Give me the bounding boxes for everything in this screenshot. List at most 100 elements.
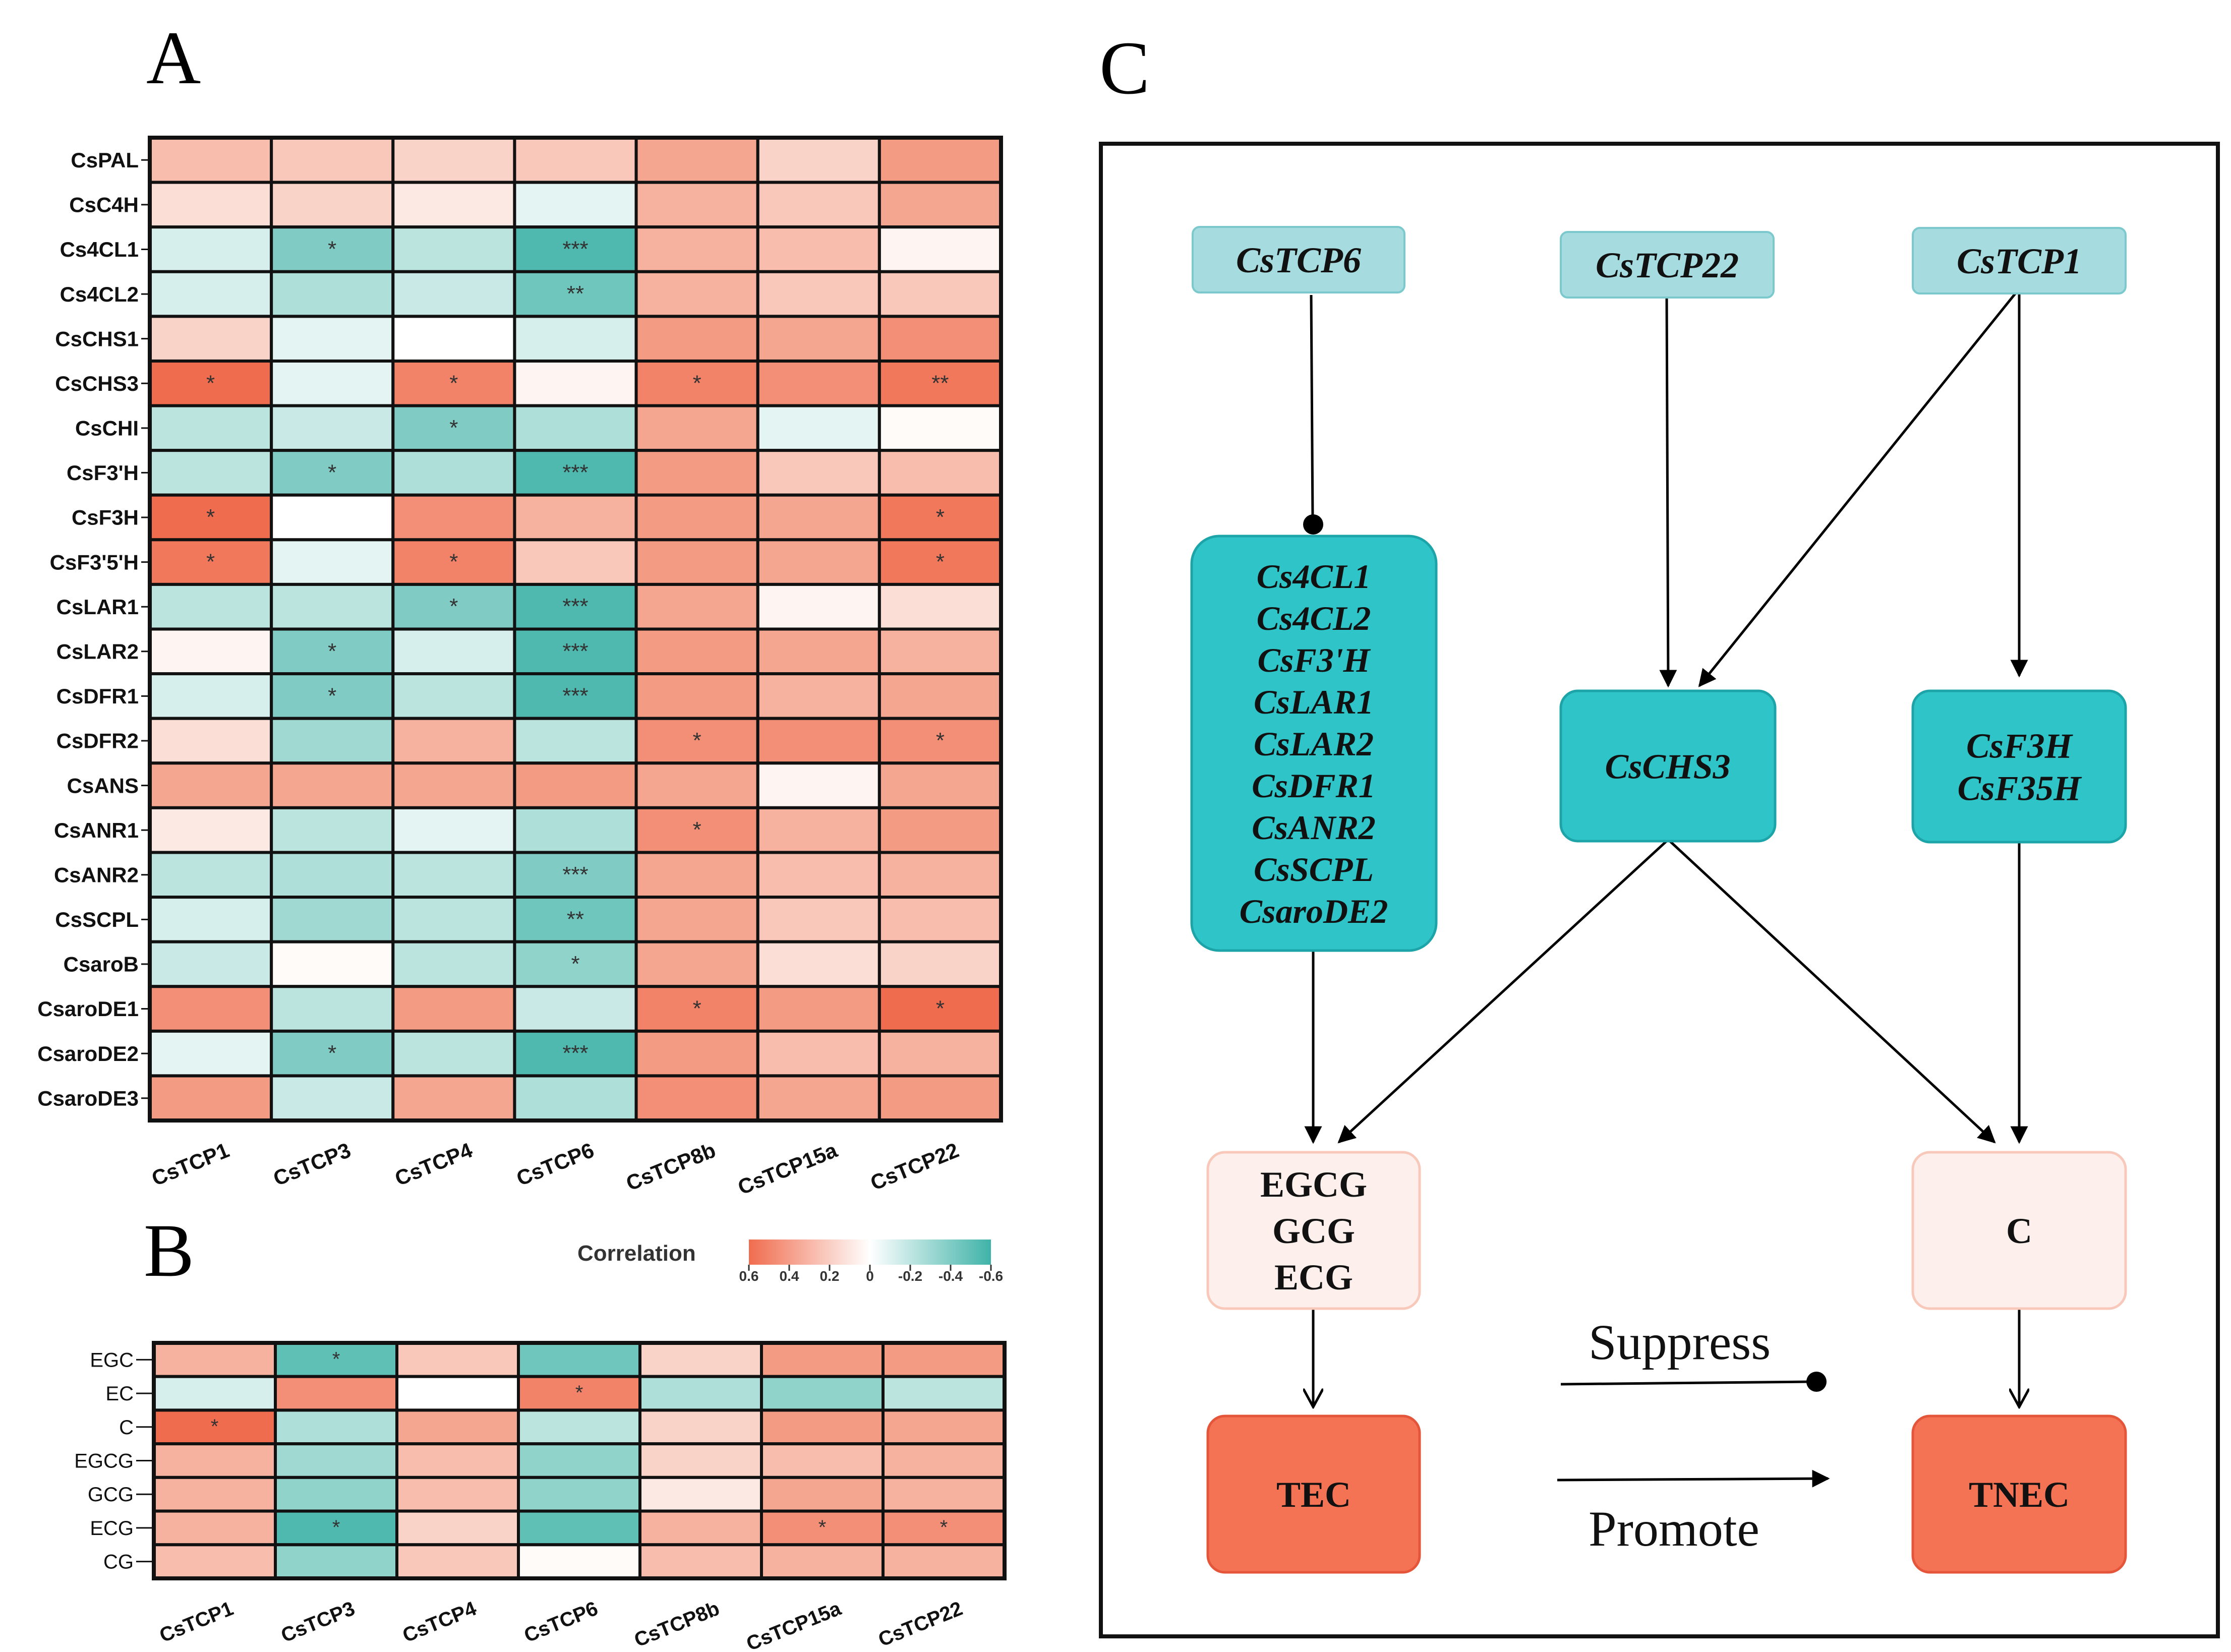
heatmap-cell	[148, 404, 273, 452]
heatmap-cell	[274, 1543, 398, 1580]
significance-mark: *	[693, 371, 701, 395]
significance-mark: ***	[562, 237, 588, 261]
heatmap-cell	[517, 1375, 641, 1412]
heatmap-cell	[513, 940, 638, 988]
panel-label-a: A	[146, 16, 201, 100]
significance-mark: *	[936, 728, 945, 753]
heatmap-cell	[517, 1408, 641, 1446]
heatmap-cell	[513, 136, 638, 184]
node-label-tcp1: CsTCP1	[1957, 241, 2082, 281]
heatmap-cell	[270, 404, 395, 452]
heatmap-cell	[513, 404, 638, 452]
heatmap-cell	[148, 582, 273, 631]
heatmap-cell	[760, 1442, 885, 1479]
legend-tick-label: -0.6	[979, 1268, 1003, 1284]
heatmap-cell	[634, 493, 759, 542]
heatmap-cell	[634, 940, 759, 988]
node-csf3h	[1911, 689, 2127, 844]
heatmap-cell	[391, 985, 516, 1033]
heatmap-cell	[634, 225, 759, 273]
heatmap-cell	[756, 270, 881, 318]
row-label: CsaroDE2	[37, 1042, 139, 1066]
significance-mark: *	[328, 639, 336, 664]
heatmap-cell	[148, 761, 273, 809]
heatmap-cell	[756, 806, 881, 854]
heatmap-cell	[634, 538, 759, 586]
heatmap-cell	[877, 315, 1003, 363]
column-label: CsTCP1	[148, 1138, 232, 1191]
heatmap-cell	[270, 181, 395, 229]
heatmap-cell	[634, 806, 759, 854]
heatmap-cell	[152, 1476, 277, 1513]
heatmap-cell	[517, 1476, 641, 1513]
heatmap-cell	[148, 225, 273, 273]
heatmap-cell	[634, 761, 759, 809]
heatmap-cell	[391, 493, 516, 542]
heatmap-cell	[391, 1029, 516, 1078]
panel-label-c: C	[1099, 26, 1150, 110]
heatmap-cell	[756, 493, 881, 542]
heatmap-cell	[152, 1509, 277, 1547]
heatmap-cell	[638, 1543, 763, 1580]
significance-mark: ***	[562, 594, 588, 619]
column-label: CsTCP6	[513, 1138, 597, 1191]
heatmap-cell	[391, 449, 516, 497]
suppress-label: Suppress	[1589, 1314, 1771, 1370]
panel-label-b: B	[144, 1209, 194, 1292]
significance-mark: *	[936, 550, 945, 574]
row-label: CsF3'5'H	[50, 550, 139, 574]
significance-mark: *	[328, 460, 336, 485]
heatmap-cell	[513, 538, 638, 586]
heatmap-cell	[274, 1375, 398, 1412]
node-label-genes-tcp6: CsaroDE2	[1240, 892, 1388, 930]
significance-mark: ***	[562, 460, 588, 485]
heatmap-cell	[270, 359, 395, 407]
node-genes-tcp6	[1190, 535, 1438, 952]
column-label: CsTCP4	[399, 1597, 480, 1647]
node-label-genes-tcp6: Cs4CL1	[1257, 557, 1371, 596]
significance-mark: *	[575, 1382, 583, 1404]
heatmap-cell	[148, 806, 273, 854]
heatmap-cell	[756, 851, 881, 899]
node-catechins	[1206, 1151, 1421, 1310]
significance-mark: *	[818, 1516, 827, 1539]
legend-title: Correlation	[577, 1241, 696, 1266]
heatmap-border	[148, 136, 1003, 1123]
heatmap-cell	[634, 270, 759, 318]
node-label-tnec: TNEC	[1969, 1474, 2070, 1515]
heatmap-cell	[638, 1509, 763, 1547]
significance-mark: ***	[562, 639, 588, 664]
heatmap-cell	[756, 181, 881, 229]
heatmap-cell	[395, 1509, 520, 1547]
heatmap-cell	[638, 1476, 763, 1513]
significance-mark: *	[206, 550, 215, 574]
heatmap-cell	[882, 1509, 1006, 1547]
row-label: CsaroB	[64, 953, 139, 976]
significance-mark: *	[328, 683, 336, 708]
heatmap-cell	[634, 181, 759, 229]
heatmap-cell	[760, 1543, 885, 1580]
heatmap-cell	[513, 1074, 638, 1123]
node-label-genes-tcp6: CsF3'H	[1258, 641, 1371, 679]
row-label: CsF3H	[72, 506, 139, 529]
heatmap-cell	[391, 359, 516, 407]
row-label: CsCHI	[75, 417, 139, 440]
heatmap-cell	[760, 1375, 885, 1412]
heatmap-cell	[513, 717, 638, 765]
heatmap-cell	[756, 717, 881, 765]
heatmap-cell	[513, 270, 638, 318]
heatmap-cell	[395, 1375, 520, 1412]
promote-label: Promote	[1589, 1501, 1759, 1557]
heatmap-cell	[756, 761, 881, 809]
heatmap-cell	[148, 315, 273, 363]
suppress-legend-line	[1560, 1380, 1811, 1386]
heatmap-cell	[270, 582, 395, 631]
node-label-chs3: CsCHS3	[1605, 748, 1731, 787]
heatmap-cell	[152, 1543, 277, 1580]
heatmap-cell	[513, 493, 638, 542]
node-tec	[1206, 1414, 1421, 1574]
heatmap-cell	[756, 359, 881, 407]
legend-tick-label: 0.4	[780, 1268, 799, 1284]
